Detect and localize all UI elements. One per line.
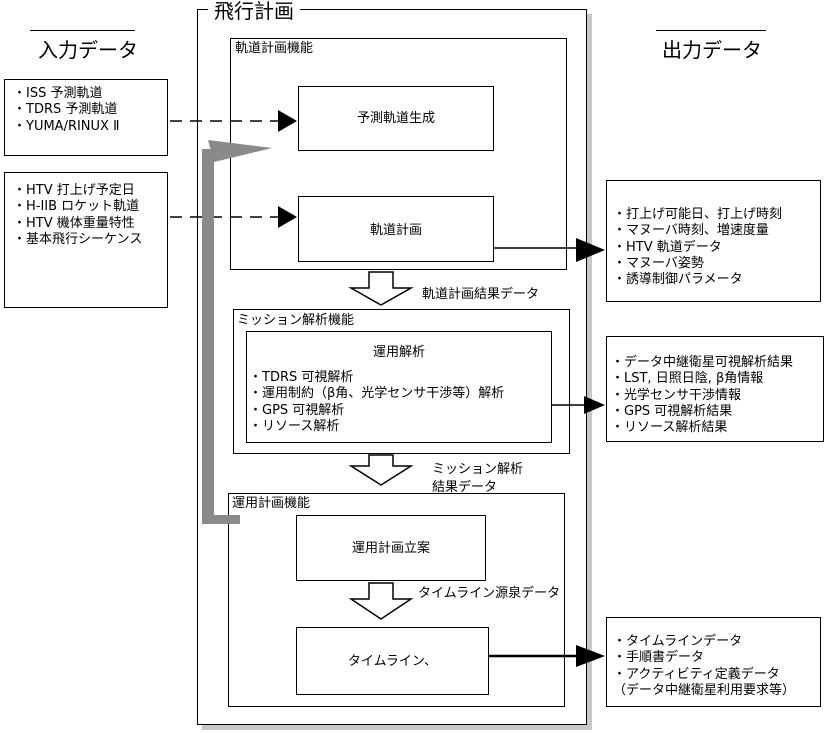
ops-planning-function-title: 運用計画機能	[232, 496, 311, 511]
list-item: ・TDRS 可視解析	[249, 370, 354, 385]
list-item: ・リソース解析	[249, 418, 340, 434]
output-box-orbit: ・打上げ可能日、打上げ時刻 ・マヌーバ時刻、増速度量 ・HTV 軌道データ ・マ…	[606, 180, 821, 302]
list-item: ・データ中継衛星可視解析結果	[611, 355, 794, 370]
output-box-analysis: ・データ中継衛星可視解析結果 ・LST, 日照日陰, β角情報 ・光学センサ干渉…	[606, 336, 824, 442]
list-item: ・H-IIB ロケット軌道	[13, 199, 140, 215]
list-item: ・マヌーバ時刻、増速度量	[613, 223, 769, 239]
mission-result-label-line1: ミッション解析	[432, 462, 524, 477]
input-box-orbit-sources: ・ISS 予測軌道 ・TDRS 予測軌道 ・YUMA/RINUX Ⅱ	[4, 79, 168, 156]
predict-orbit-box: 予測軌道生成	[298, 86, 494, 151]
operation-analysis-box: 運用解析 ・TDRS 可視解析 ・運用制約（β角、光学センサ干渉等）解析 ・GP…	[246, 331, 552, 443]
list-item: ・ISS 予測軌道	[13, 86, 103, 101]
ops-plan-box: 運用計画立案	[296, 515, 486, 581]
timeline-source-label: タイムライン源泉データ	[418, 586, 561, 601]
block-arrow-orbit-to-mission	[348, 271, 414, 306]
timeline-box: タイムライン、	[296, 627, 489, 695]
list-item: ・GPS 可視解析結果	[611, 403, 733, 419]
orbit-plan-box: 軌道計画	[298, 196, 494, 262]
dashed-arrowhead-2	[278, 206, 297, 228]
list-item: ・YUMA/RINUX Ⅱ	[13, 118, 120, 134]
list-item: ・マヌーバ姿勢	[613, 255, 704, 271]
list-item: ・タイムラインデータ	[613, 634, 743, 649]
orbit-plan-result-label: 軌道計画結果データ	[422, 287, 540, 302]
dashed-arrowhead-1	[278, 110, 297, 132]
operation-analysis-list: ・TDRS 可視解析 ・運用制約（β角、光学センサ干渉等）解析 ・GPS 可視解…	[249, 370, 504, 435]
output-box-timeline: ・タイムラインデータ ・手順書データ ・アクティビティ定義データ （データ中継衛…	[606, 617, 821, 707]
flight-plan-title: 飛行計画	[208, 1, 300, 21]
predict-orbit-label: 予測軌道生成	[356, 111, 435, 126]
list-item: ・誘導制御パラメータ	[613, 272, 743, 287]
orbit-plan-label: 軌道計画	[369, 223, 422, 238]
input-box-htv-params: ・HTV 打上げ予定日 ・H-IIB ロケット軌道 ・HTV 機体重量特性 ・基…	[4, 172, 168, 308]
output-list-3: ・タイムラインデータ ・手順書データ ・アクティビティ定義データ （データ中継衛…	[613, 634, 795, 699]
ops-plan-label: 運用計画立案	[351, 541, 430, 556]
operation-analysis-title: 運用解析	[372, 345, 425, 360]
list-item: （データ中継衛星利用要求等）	[613, 682, 796, 698]
list-item: ・アクティビティ定義データ	[613, 666, 780, 682]
list-item: ・光学センサ干渉情報	[611, 387, 742, 403]
list-item: ・HTV 打上げ予定日	[13, 183, 135, 198]
input-list-1: ・ISS 予測軌道 ・TDRS 予測軌道 ・YUMA/RINUX Ⅱ	[13, 86, 120, 135]
output-data-header: 出力データ	[662, 38, 762, 62]
orbit-planning-function-title: 軌道計画機能	[235, 41, 314, 56]
list-item: ・LST, 日照日陰, β角情報	[611, 371, 764, 387]
timeline-label: タイムライン、	[347, 654, 438, 669]
block-arrow-ops-to-timeline	[348, 582, 414, 620]
list-item: ・HTV 軌道データ	[613, 239, 722, 255]
block-arrow-mission-to-ops	[348, 454, 414, 486]
output-arrowhead-1	[576, 238, 605, 262]
mission-analysis-function-title: ミッション解析機能	[237, 313, 355, 328]
list-item: ・HTV 機体重量特性	[13, 215, 135, 231]
list-item: ・運用制約（β角、光学センサ干渉等）解析	[249, 386, 505, 402]
list-item: ・手順書データ	[613, 650, 705, 666]
feedback-arrow-path	[202, 149, 240, 524]
input-list-2: ・HTV 打上げ予定日 ・H-IIB ロケット軌道 ・HTV 機体重量特性 ・基…	[13, 183, 142, 248]
input-header-rule	[30, 30, 135, 31]
output-list-2: ・データ中継衛星可視解析結果 ・LST, 日照日陰, β角情報 ・光学センサ干渉…	[611, 355, 793, 436]
list-item: ・TDRS 予測軌道	[13, 102, 118, 118]
list-item: ・基本飛行シーケンス	[13, 231, 143, 247]
list-item: ・打上げ可能日、打上げ時刻	[613, 207, 783, 222]
output-header-rule	[656, 30, 766, 31]
output-arrowhead-2	[584, 396, 605, 414]
list-item: ・リソース解析結果	[611, 420, 728, 435]
input-data-header: 入力データ	[38, 38, 138, 62]
feedback-arrowhead	[208, 140, 272, 162]
output-list-1: ・打上げ可能日、打上げ時刻 ・マヌーバ時刻、増速度量 ・HTV 軌道データ ・マ…	[613, 207, 782, 288]
list-item: ・GPS 可視解析	[249, 402, 345, 418]
output-arrowhead-3	[576, 645, 605, 667]
mission-result-label-line2: 結果データ	[432, 480, 498, 495]
